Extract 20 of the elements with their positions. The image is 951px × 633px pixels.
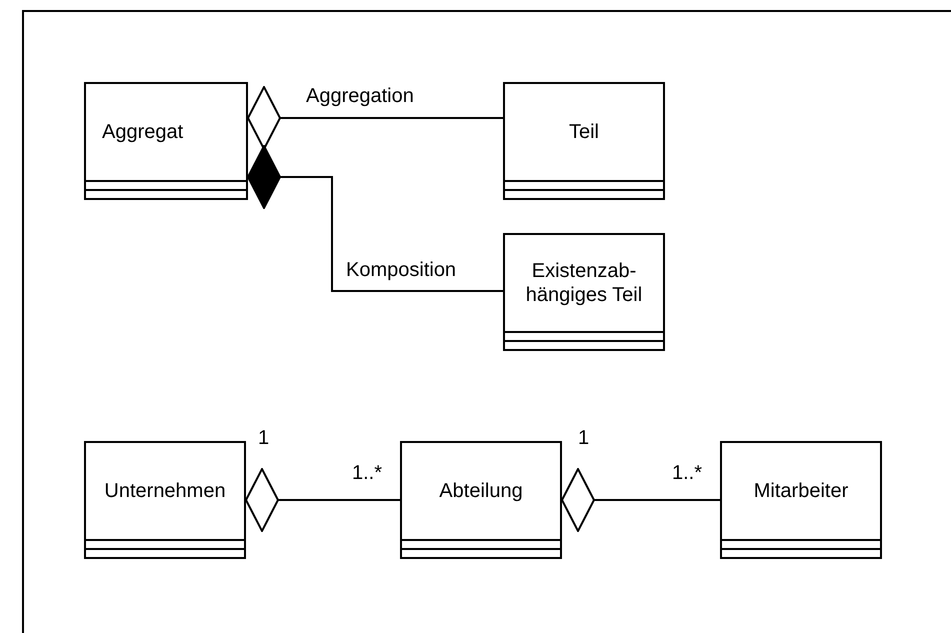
multiplicity-label: 1..* — [672, 461, 702, 485]
class-name: Existenzab- hängiges Teil — [524, 259, 644, 307]
aggregation-connector — [247, 86, 503, 150]
multiplicity-label: 1 — [258, 426, 270, 450]
class-name: Abteilung — [439, 479, 523, 503]
multiplicity-label: 1..* — [352, 461, 382, 485]
class-name: Teil — [568, 120, 599, 144]
class-box — [503, 82, 665, 200]
composition-connector — [247, 145, 503, 292]
class-name: Aggregat — [102, 120, 184, 144]
class-box — [84, 441, 246, 559]
class-box — [400, 441, 562, 559]
class-box — [84, 82, 248, 200]
class-box — [503, 233, 665, 351]
class-name: Mitarbeiter — [754, 479, 848, 503]
aggregation-connector — [245, 468, 400, 532]
multiplicity-label: 1 — [578, 426, 590, 450]
aggregation-connector — [561, 468, 720, 532]
class-name: Unternehmen — [104, 479, 226, 503]
class-box — [720, 441, 882, 559]
